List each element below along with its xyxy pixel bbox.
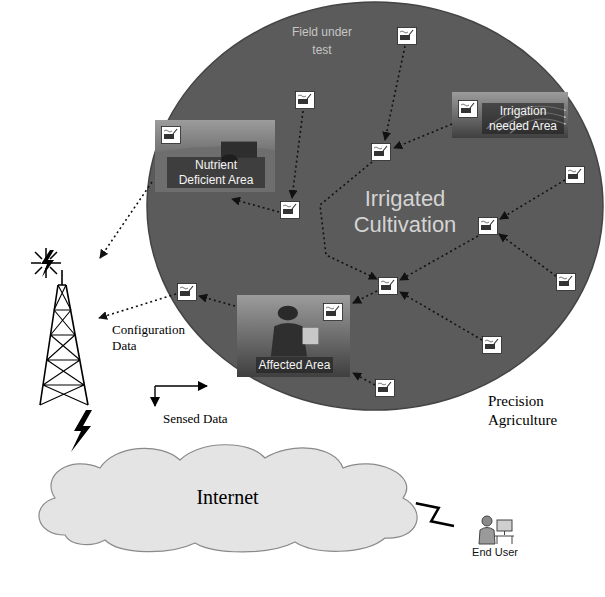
photo-sensor-layer xyxy=(452,92,568,138)
water-spray xyxy=(487,106,566,133)
diagram-label: Configuration Data xyxy=(112,322,185,353)
text-holder: Irrigated Cultivation xyxy=(330,186,480,238)
end-user-node: End User xyxy=(452,512,538,566)
text-holder: Field under test xyxy=(285,22,359,58)
sprayer-tank xyxy=(303,328,319,344)
region-title: Irrigated Cultivation xyxy=(354,186,457,237)
tower-bracing xyxy=(40,285,88,405)
sensor-icon xyxy=(376,380,395,397)
dotted-arrow xyxy=(400,292,482,340)
dotted-arrow xyxy=(394,124,452,148)
dotted-arrow xyxy=(199,296,235,306)
photo-illustration xyxy=(452,92,568,138)
tower xyxy=(31,248,88,405)
label-holder: Sensed Data xyxy=(163,411,253,427)
user-head xyxy=(482,516,492,526)
sensor-icon xyxy=(178,284,197,301)
diagram-label: Precision Agriculture xyxy=(488,393,557,428)
sensor-icon xyxy=(162,127,181,144)
cloud-outline xyxy=(25,440,430,555)
user-label: End User xyxy=(472,546,518,559)
sensor-icon xyxy=(566,167,585,184)
user-body xyxy=(479,528,495,545)
cloud-label: Internet xyxy=(196,486,258,509)
photo-illustration xyxy=(237,295,350,377)
dotted-arrow xyxy=(99,294,176,318)
sensor-icon xyxy=(459,101,478,118)
sensed-arrow xyxy=(154,386,155,406)
area-photo: Affected Area xyxy=(237,295,350,377)
farmer-body xyxy=(271,323,307,357)
sensor-icon xyxy=(483,337,502,354)
tractor xyxy=(221,142,257,158)
dotted-arrow xyxy=(292,111,303,198)
sensor-icon xyxy=(296,92,315,109)
monitor xyxy=(497,520,512,531)
dotted-arrow xyxy=(353,291,377,303)
antenna-bolt xyxy=(41,250,54,277)
photo-illustration xyxy=(155,120,275,192)
diagram-label: Sensed Data xyxy=(163,411,228,426)
photo-sensor-layer xyxy=(237,295,350,377)
antenna-rays xyxy=(31,248,61,278)
user-icon xyxy=(475,514,515,546)
internet-cloud: Internet xyxy=(25,440,430,555)
area-caption: Affected Area xyxy=(256,357,334,373)
area-caption: Nutrient Deficient Area xyxy=(167,157,265,188)
dotted-arrow xyxy=(353,373,375,385)
field-ellipse xyxy=(147,2,603,410)
dotted-arrow xyxy=(499,234,556,276)
dotted-arrow xyxy=(100,182,152,258)
photo-sensor-layer xyxy=(155,120,275,192)
sensor-icon xyxy=(324,304,343,321)
dotted-arrow xyxy=(400,236,478,280)
sensor-icon xyxy=(372,144,391,161)
photo-ground xyxy=(155,120,275,192)
cloud-shape xyxy=(39,445,417,552)
farmer-head xyxy=(278,306,298,321)
dotted-arrow xyxy=(500,180,565,219)
tractor-wheel xyxy=(221,155,238,165)
crop-field xyxy=(155,146,275,192)
lightning-bolt xyxy=(71,410,92,452)
sensor-icon xyxy=(398,28,417,45)
desk xyxy=(495,531,514,544)
field-outline xyxy=(145,0,605,412)
dotted-arrow xyxy=(232,199,279,212)
region-caption: Field under test xyxy=(292,25,352,57)
area-photo: Nutrient Deficient Area xyxy=(155,120,275,192)
area-caption: Irrigation needed Area xyxy=(482,103,564,134)
tower-legs xyxy=(40,270,88,405)
label-holder: Precision Agriculture xyxy=(488,392,598,430)
photo-ground xyxy=(452,92,568,138)
sensor-icon xyxy=(281,202,300,219)
dotted-arrow xyxy=(320,162,377,279)
dotted-arrow xyxy=(385,46,405,140)
area-photo: Irrigation needed Area xyxy=(452,92,568,138)
sensor-icon xyxy=(557,274,576,291)
field-region: Field under testIrrigated Cultivation Irr… xyxy=(145,0,605,412)
label-holder: Configuration Data xyxy=(112,322,192,355)
config-arrow xyxy=(155,385,207,386)
sensor-icon xyxy=(379,278,398,295)
photo-ground xyxy=(237,295,350,377)
lightning-link xyxy=(416,503,454,526)
sensor-icon xyxy=(479,218,498,235)
